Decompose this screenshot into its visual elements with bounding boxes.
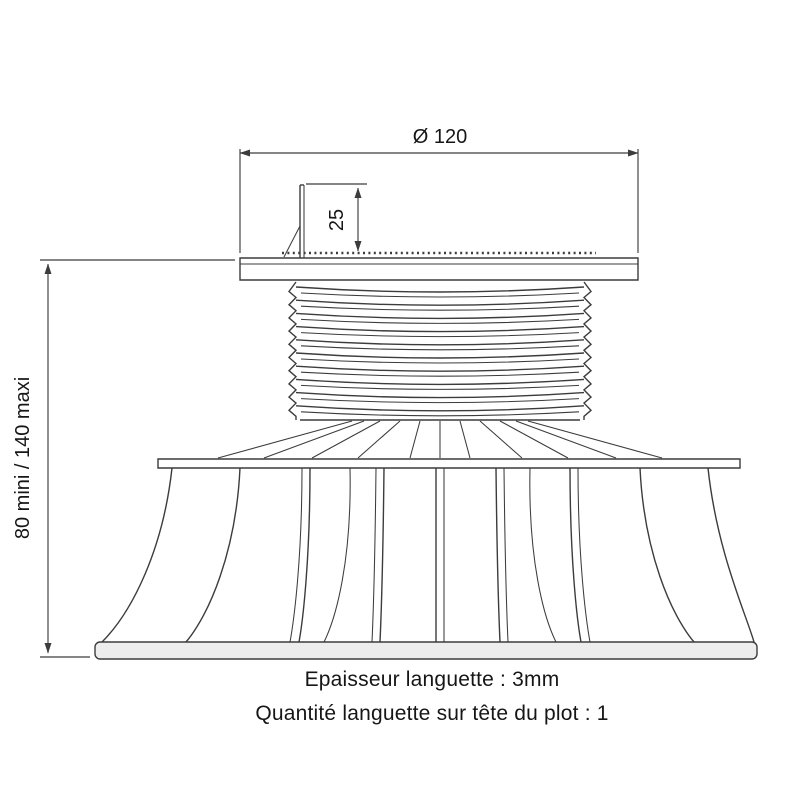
caption-quantity: Quantité languette sur tête du plot : 1 [255,702,608,725]
thread-ridges [287,281,593,420]
strut [311,420,381,459]
dimension-height-range: 80 mini / 140 maxi [12,259,235,658]
leg-rib [289,467,303,643]
leg-rib [323,467,351,643]
support-struts [217,420,663,459]
leg-rib [495,467,501,643]
dimension-diameter: Ø 120 [239,126,639,253]
leg-rib [371,467,377,643]
threaded-column [287,281,593,421]
strut [515,420,617,459]
strut [409,420,421,459]
leg-curve [101,467,173,643]
strut [357,420,401,459]
pedestal-head [239,184,639,281]
base-plate [94,641,758,660]
strut [479,420,523,459]
leg-rib [529,467,557,643]
tab-gusset [283,225,301,258]
strut [459,420,471,459]
strut [217,420,353,459]
dim-diameter-label: Ø 120 [413,126,467,148]
head-plate-outline [239,257,639,281]
strut [263,420,365,459]
collar-ring [157,458,741,469]
captions: Epaisseur languette : 3mm Quantité langu… [255,668,608,725]
leg-rib [298,467,311,643]
strut [527,420,663,459]
leg-curve [707,467,755,643]
collar-outline [157,458,741,469]
leg-rib [379,467,385,643]
dimension-tab-height: 25 [306,183,367,252]
leg-curve [185,467,241,643]
base-legs [101,467,755,643]
base-plate-outline [94,641,758,660]
dim-height-range-label: 80 mini / 140 maxi [12,377,34,539]
leg-rib [503,467,509,643]
caption-thickness: Epaisseur languette : 3mm [305,668,560,691]
leg-rib [569,467,582,643]
leg-curve [639,467,695,643]
dim-tab-height-label: 25 [326,209,348,231]
leg-rib [577,467,591,643]
strut [499,420,569,459]
